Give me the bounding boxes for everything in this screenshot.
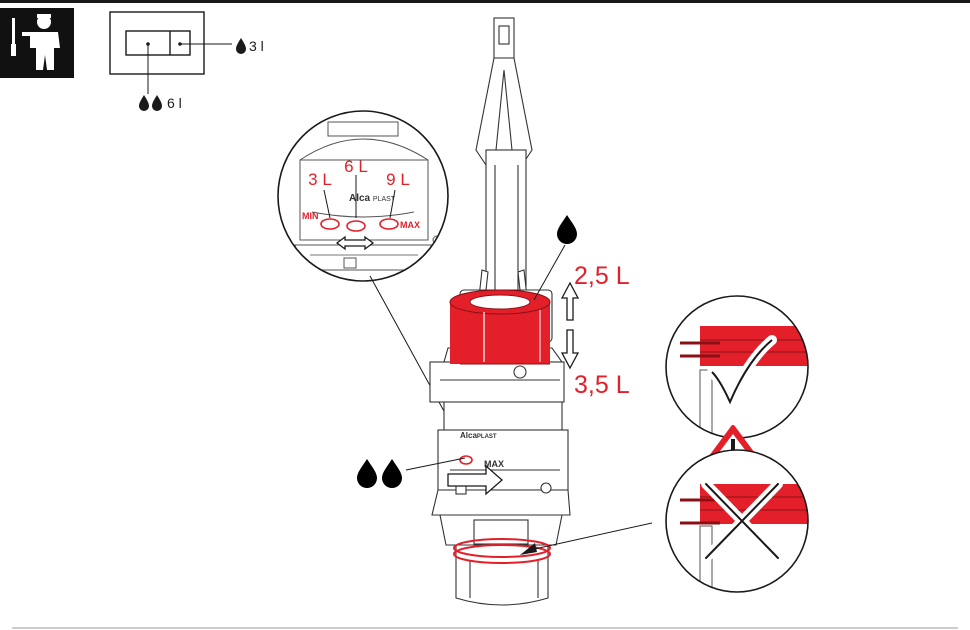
detail-label-3l: 3 L: [308, 170, 332, 189]
incorrect-detail-ring: [665, 449, 809, 593]
valve-brand: AlcaPLAST: [460, 431, 497, 440]
double-drop-icon: [139, 95, 162, 111]
detail-magnifier-ring: [277, 110, 449, 282]
single-drop-pointer: [533, 244, 566, 301]
small-flush-volume: 3 l: [249, 38, 264, 54]
detail-brand: Alca PLAST: [349, 193, 396, 204]
top-rule: [0, 0, 970, 3]
detail-max-label: MAX: [400, 220, 420, 230]
volume-label-lower: 3,5 L: [574, 371, 630, 399]
check-outline: [711, 339, 773, 405]
seal-ring: [453, 538, 551, 564]
volume-label-upper: 2,5 L: [574, 262, 630, 290]
detail-magnifier: [278, 111, 448, 281]
down-arrow-icon: [560, 329, 580, 370]
volume-collar: [449, 289, 551, 365]
valve-setting-marker: [459, 455, 473, 465]
flush-plate-diagram: [109, 11, 232, 94]
seal-pointer-arrowhead: [520, 543, 537, 555]
double-drop-pointer: [405, 457, 466, 471]
detail-markers: [320, 218, 399, 232]
water-drop-icon: [236, 38, 246, 54]
detail-leader-lines: [323, 175, 396, 219]
up-arrow-icon: [560, 281, 580, 321]
double-arrow-icon: [335, 235, 375, 251]
push-arrow-icon: [447, 464, 503, 496]
seal-pointer-line: [529, 522, 653, 551]
detail-label-9l: 9 L: [386, 170, 410, 189]
valve-max-label: MAX: [484, 459, 504, 469]
detail-label-6l: 6 L: [344, 157, 368, 176]
installer-tool-icon: [0, 8, 74, 78]
large-flush-volume: 6 l: [167, 95, 182, 111]
correct-detail: [666, 296, 808, 438]
double-drop-icon-large: [357, 459, 402, 488]
cross-icon: [701, 479, 783, 563]
water-drop-icon-large: [557, 215, 577, 244]
detail-min-label: MIN: [302, 211, 319, 221]
